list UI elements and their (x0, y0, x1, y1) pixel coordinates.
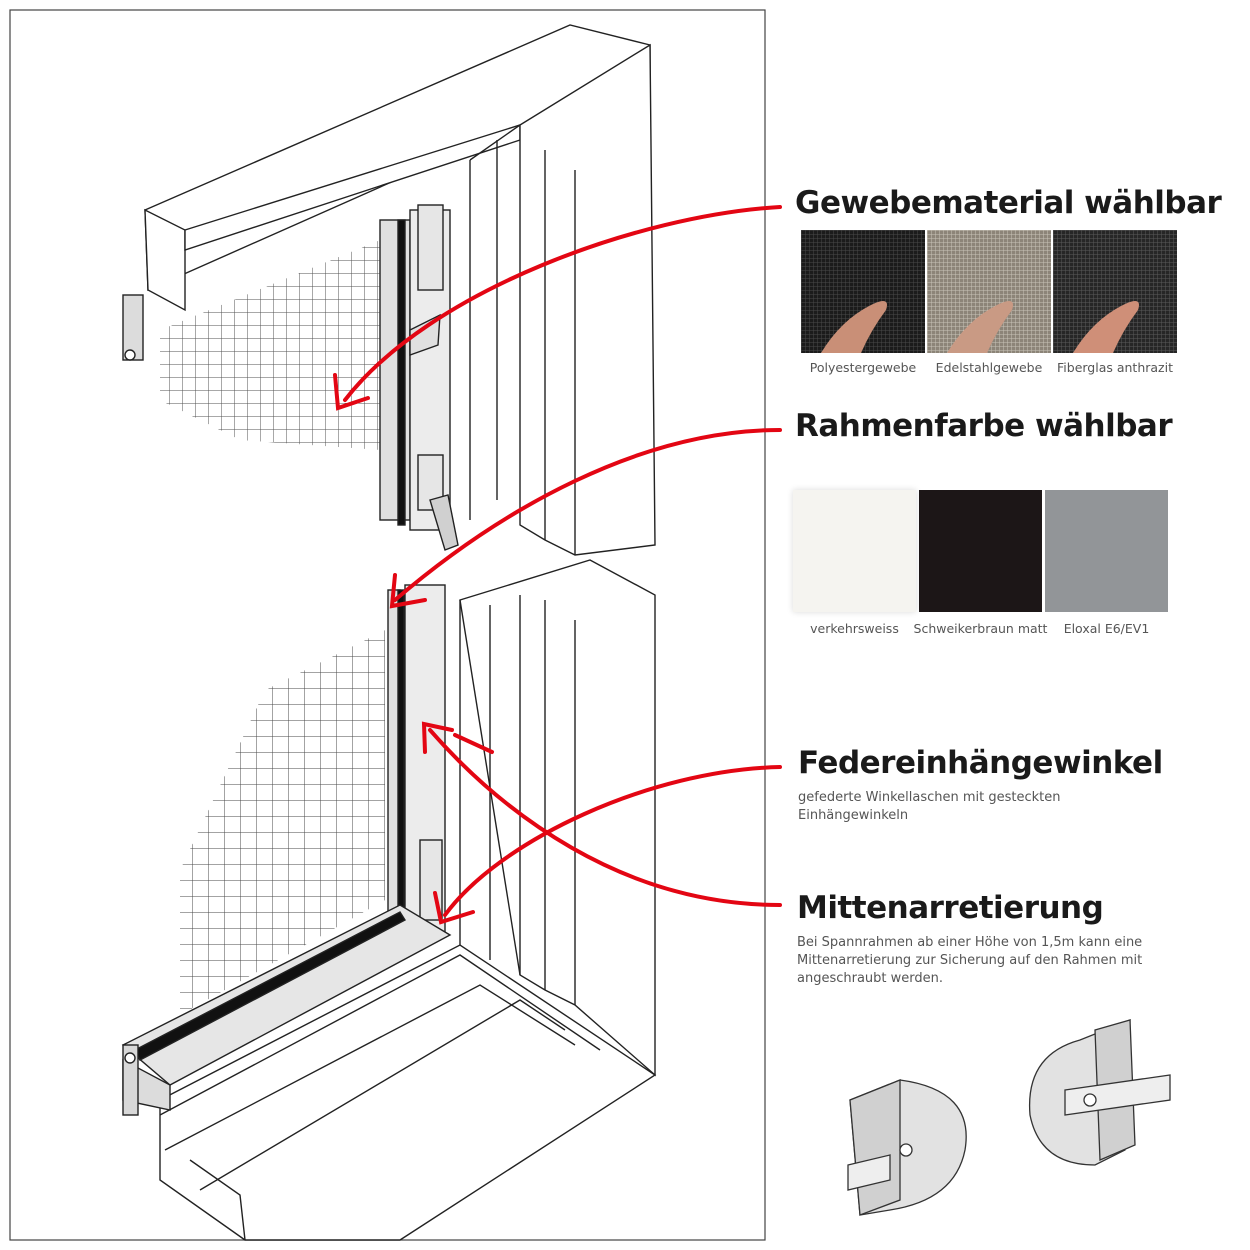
screw-icon (899, 1143, 913, 1157)
color-label-brown: Schweikerbraun matt (913, 621, 1048, 636)
color-label-white: verkehrsweiss (810, 621, 899, 636)
frame-color-arrow-head (389, 573, 427, 609)
mesh-polyester-image (801, 230, 925, 353)
center-lock-description: Bei Spannrahmen ab einer Höhe von 1,5m k… (797, 935, 1143, 986)
color-label-eloxal: Eloxal E6/EV1 (1063, 621, 1150, 636)
center-lock-part-icon (847, 1079, 967, 1216)
center-lock-part-icon (1028, 1019, 1171, 1166)
mesh-arrow (343, 205, 782, 402)
mesh-label-polyester: Polyestergewebe (809, 360, 917, 375)
mesh-swatch-fiberglass[interactable] (1053, 230, 1177, 353)
mesh-label-fiberglass: Fiberglas anthrazit (1057, 360, 1173, 375)
spring-bracket-description: gefederte Winkellaschen mit gesteckten E… (798, 790, 1061, 823)
lower-frame (121, 559, 657, 1241)
mesh-stainless-image (927, 230, 1051, 353)
upper-mesh (160, 240, 380, 450)
mesh-arrow-head (333, 373, 370, 411)
frame-color-heading: Rahmenfarbe wählbar (795, 408, 1173, 444)
mesh-fiberglass-image (1053, 230, 1177, 353)
spring-bracket-arrow (443, 765, 782, 917)
screw-icon (1083, 1093, 1097, 1107)
mesh-swatch-stainless[interactable] (927, 230, 1051, 353)
mesh-heading: Gewebematerial wählbar (795, 185, 1222, 221)
color-swatch-brown[interactable] (919, 490, 1042, 612)
mesh-label-stainless: Edelstahlgewebe (935, 360, 1043, 375)
frame-color-arrow (393, 428, 782, 602)
upper-frame (122, 24, 656, 556)
spring-bracket-arrow-head (433, 891, 475, 925)
callout-arrows (333, 205, 782, 925)
color-swatch-white[interactable] (793, 490, 916, 612)
center-lock-arrow-head (421, 721, 454, 754)
center-lock-heading: Mittenarretierung (797, 890, 1104, 926)
spring-bracket-heading: Federeinhängewinkel (798, 745, 1163, 781)
center-lock-arrow (428, 728, 782, 907)
lower-mesh (180, 630, 385, 1015)
mesh-swatch-polyester[interactable] (801, 230, 925, 353)
color-swatch-eloxal[interactable] (1045, 490, 1168, 612)
